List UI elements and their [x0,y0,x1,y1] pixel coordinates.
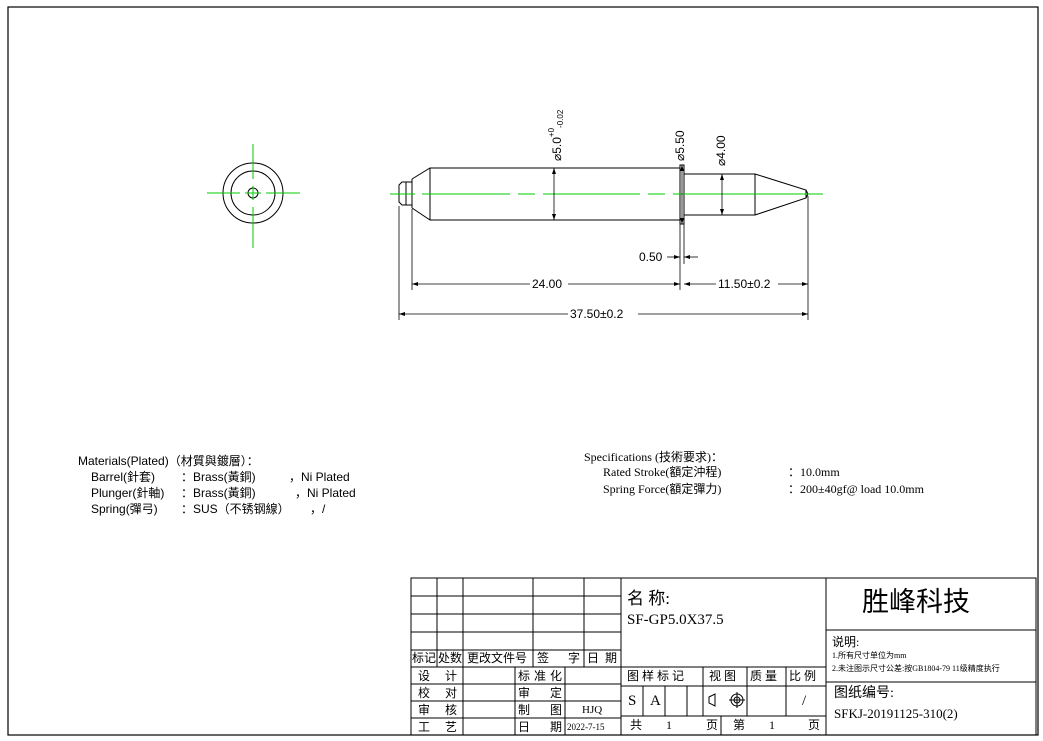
rev-header-mark: 标记 [412,651,437,665]
dimension-lines [398,165,809,320]
spec-label-force: Spring Force(額定彈力) [603,482,722,496]
plating-spring: ，/ [310,502,326,516]
materials-heading: Materials(Plated)（材質與鍍層）： [78,454,259,468]
row-design-e: 化 [550,669,563,683]
plating-barrel: ，Ni Plated [289,470,350,484]
total-length-label: 37.50±0.2 [570,307,624,321]
rev-header-file: 更改文件号 [467,651,528,665]
header-view: 视 图 [709,669,737,683]
row-review-c: 制 [518,703,531,717]
diameter-main-value: ⌀5.0 [550,137,564,161]
sheet-this-label: 第 [733,718,746,732]
end-view-centerlines [207,144,300,248]
material-plunger: ：Brass(黃銅) [181,486,256,500]
row-design-b: 计 [445,669,458,683]
row-process-b: 艺 [445,720,458,734]
plunger-length-label: 11.50±0.2 [718,277,771,291]
note-1: 1.所有尺寸单位为mm [832,651,907,660]
sheet-total-label: 共 [630,718,643,732]
row-review-e: 图 [550,703,563,717]
drawn-by-value: HJQ [582,704,603,716]
material-barrel: ：Brass(黃銅) [181,470,256,484]
row-check-e: 定 [550,686,563,700]
collar-width-label: 0.50 [639,250,663,264]
note-2: 2.未注图示尺寸公差:按GB1804-79 11级精度执行 [832,664,1000,673]
material-part-barrel: Barrel(針套) [91,470,156,484]
spec-value-force: ：200±40gf@ load 10.0mm [788,482,924,496]
spec-label-stroke: Rated Stroke(額定沖程) [603,465,722,479]
row-check-c: 审 [518,686,531,700]
drawing-number-label: 图纸编号: [834,686,894,701]
part-name-label: 名 称: [627,589,670,608]
row-check-a: 校 [418,686,431,700]
row-review-b: 核 [445,703,458,717]
row-design-c: 标 [518,669,531,683]
rev-header-sign2: 字 [568,651,581,665]
rev-header-count: 处数 [438,651,463,665]
projection-symbol-icon [708,692,745,708]
row-check-b: 对 [445,686,458,700]
rev-header-date2: 期 [605,651,618,665]
diameter-main-tol-lower: -0.02 [556,109,565,128]
diameter-main-label: ⌀5.0+0-0.02 [547,109,565,161]
diameter-tip-label: ⌀4.00 [714,135,728,166]
spec-value-stroke: ：10.0mm [788,465,840,479]
dimension-arrows [399,165,808,316]
rev-header-date: 日 [587,651,600,665]
mark-s: S [628,693,637,709]
specifications-heading: Specifications (技術要求)： [584,450,723,464]
diameter-collar-label: ⌀5.50 [673,130,687,161]
diameter-main-tol-upper: +0 [547,127,556,138]
title-block-grid [410,577,1037,736]
drawing-number-value: SFKJ-20191125-310(2) [834,706,958,721]
drawn-date-value: 2022-7-15 [567,722,605,732]
material-part-plunger: Plunger(針軸) [91,486,165,500]
sheet-total-value: 1 [666,718,672,732]
sheet-page-label-1: 页 [706,718,719,732]
row-process-a: 工 [418,720,431,734]
header-weight: 质 量 [750,669,778,683]
rev-header-sign: 签 [537,651,550,665]
header-sample-mark: 图样标记 [627,669,688,683]
pin-side-view [398,164,809,225]
row-design-d: 准 [534,669,547,683]
notes-label: 说明: [832,635,860,649]
row-review-a: 审 [418,703,431,717]
plating-plunger: ，Ni Plated [295,486,356,500]
part-name-value: SF-GP5.0X37.5 [627,612,724,628]
sheet-border [7,6,1039,736]
scale-value: / [802,693,807,709]
row-process-e: 期 [550,720,563,734]
material-spring: ：SUS（不锈钢線） [181,502,290,516]
row-design-a: 设 [418,669,431,683]
barrel-length-label: 24.00 [532,277,563,291]
sheet-this-value: 1 [769,718,775,732]
row-process-c: 日 [518,720,531,734]
mark-a: A [650,693,661,709]
header-scale: 比 例 [789,669,817,683]
sheet-page-label-2: 页 [808,718,821,732]
company-name: 胜峰科技 [862,587,970,617]
material-part-spring: Spring(彈弓) [91,502,158,516]
